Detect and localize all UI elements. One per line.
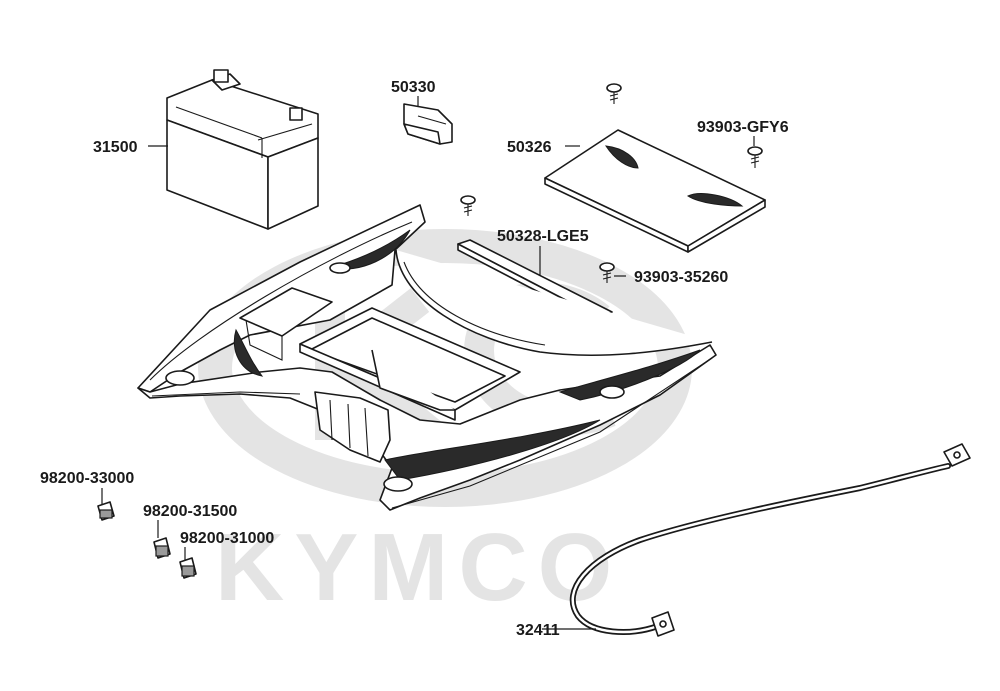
part-label-strap-screw: 93903-35260 xyxy=(634,269,728,286)
part-label-battery-cover-pad: 50330 xyxy=(391,79,436,96)
screw-strap-left xyxy=(460,195,476,216)
part-label-cover-screw: 93903-GFY6 xyxy=(697,119,789,136)
leader-lines xyxy=(101,96,755,630)
battery-box-drawing xyxy=(137,204,717,511)
screw-top xyxy=(606,83,622,104)
part-labels: 31500 50330 50326 93903-GFY6 50328-LGE5 … xyxy=(40,79,789,639)
part-label-fuse-15a: 98200-31500 xyxy=(143,503,237,520)
fuse-10a-drawing xyxy=(179,557,197,579)
screw-93903-35260 xyxy=(599,262,615,283)
screw-93903-gfy6 xyxy=(747,146,763,168)
battery-cable-drawing xyxy=(569,443,971,637)
fuse-30a-drawing xyxy=(97,501,115,521)
battery-cover-pad-drawing xyxy=(403,103,453,145)
part-label-battery: 31500 xyxy=(93,139,138,156)
part-label-battery-cover: 50326 xyxy=(507,139,552,156)
watermark-brand-text: KYMCO xyxy=(215,514,622,621)
part-label-fuse-30a: 98200-33000 xyxy=(40,470,134,487)
battery-drawing xyxy=(166,69,319,230)
battery-cover-drawing xyxy=(544,129,766,253)
part-label-battery-strap: 50328-LGE5 xyxy=(497,228,589,245)
part-label-battery-cable: 32411 xyxy=(516,622,560,639)
part-label-fuse-10a: 98200-31000 xyxy=(180,530,274,547)
fuse-15a-drawing xyxy=(153,537,171,559)
